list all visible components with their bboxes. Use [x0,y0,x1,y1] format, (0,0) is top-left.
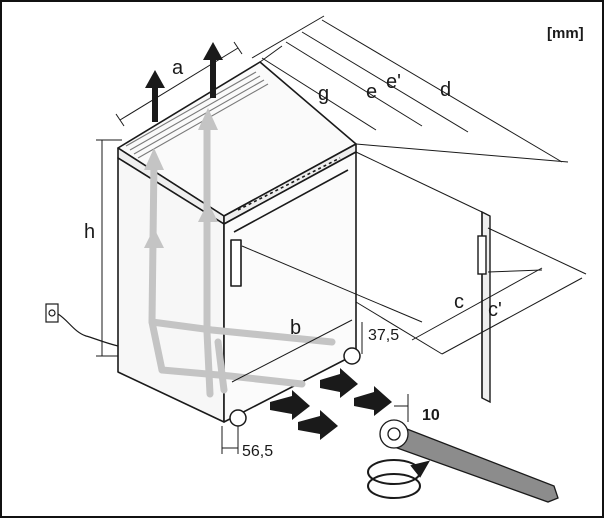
airflow-arrow-icon [148,118,336,398]
dim-label-c-prime: c' [488,299,502,321]
rotation-arrow-icon [367,459,431,499]
airflow-arrowheads [144,108,218,248]
open-door [477,210,491,404]
callout-label: 10 [422,407,440,424]
dim-label-c: c [454,291,464,313]
dim-label-b: b [290,317,301,339]
dim-label-h: h [84,221,95,243]
cabinet-feet [229,347,361,427]
dim-label-56-5: 56,5 [242,443,273,460]
dimension-lines [96,15,587,454]
dim-label-e: e [366,81,377,103]
dim-label-g: g [318,83,329,105]
wrench-icon [379,394,559,503]
dim-label-e-prime: e' [386,71,401,93]
dim-label-a: a [172,57,184,79]
intake-arrows [270,368,392,440]
cabinet [117,61,357,423]
unit-label: [mm] [547,25,584,42]
dim-label-d: d [440,79,451,101]
power-socket-icon [45,303,119,347]
exhaust-arrows [145,42,223,122]
dim-label-37-5: 37,5 [368,327,399,344]
